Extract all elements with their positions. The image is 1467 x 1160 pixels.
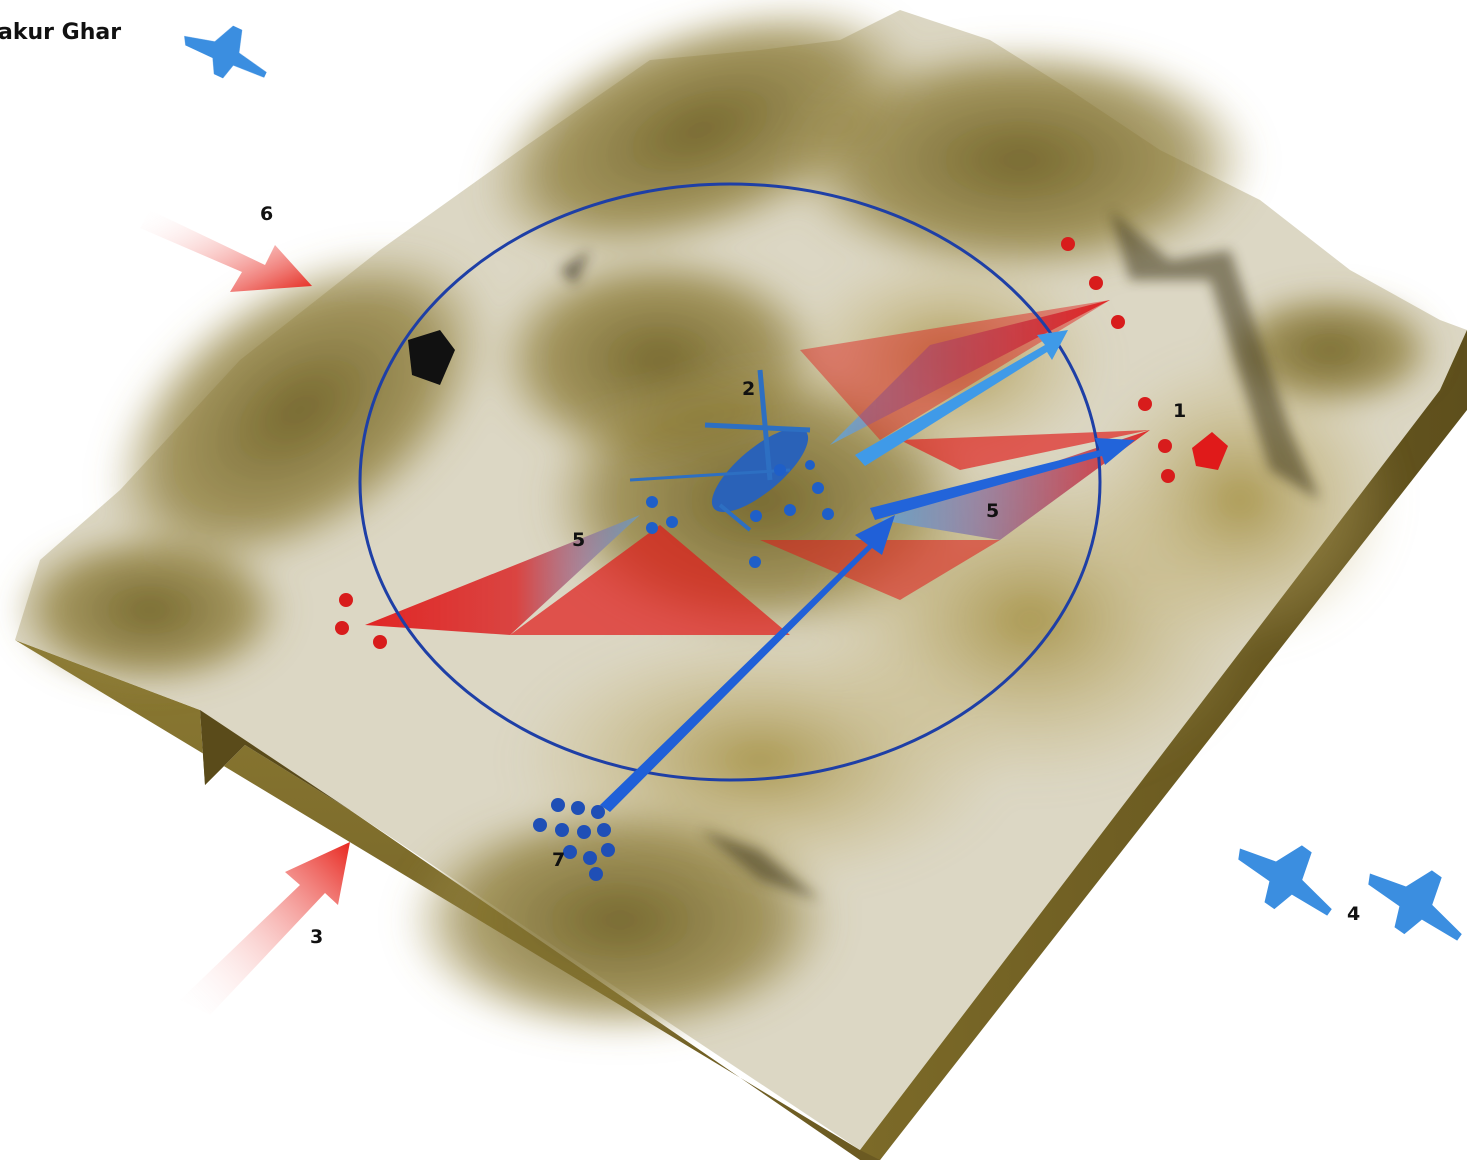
blue-soldier-icon xyxy=(589,867,603,881)
blue-soldier-icon xyxy=(749,556,761,568)
blue-soldier-icon xyxy=(591,805,605,819)
fighter-jet-icon xyxy=(1223,817,1352,936)
callout-7: 7 xyxy=(552,849,565,871)
blue-soldier-icon xyxy=(577,825,591,839)
blue-soldier-icon xyxy=(555,823,569,837)
blue-soldier-icon xyxy=(597,823,611,837)
red-soldier-icon xyxy=(335,621,349,635)
callout-5-left: 5 xyxy=(572,529,585,551)
blue-soldier-icon xyxy=(750,510,762,522)
red-soldier-icon xyxy=(373,635,387,649)
red-soldier-icon xyxy=(1161,469,1175,483)
blue-soldier-icon xyxy=(601,843,615,857)
fighter-jet-icon xyxy=(1353,842,1467,961)
blue-soldier-icon xyxy=(533,818,547,832)
red-soldier-icon xyxy=(1111,315,1125,329)
callout-5-right: 5 xyxy=(986,500,999,522)
blue-soldier-icon xyxy=(805,460,815,470)
callout-2: 2 xyxy=(742,378,755,400)
enemy-arrow-sw xyxy=(180,842,350,1015)
blue-soldier-icon xyxy=(571,801,585,815)
callout-1: 1 xyxy=(1173,400,1186,422)
red-soldier-icon xyxy=(1061,237,1075,251)
fighter-jet-icon xyxy=(175,9,279,94)
blue-soldier-icon xyxy=(774,464,786,476)
callout-3: 3 xyxy=(310,926,323,948)
enemy-arrow-nw xyxy=(140,210,312,292)
red-soldier-icon xyxy=(1158,439,1172,453)
red-soldier-icon xyxy=(1089,276,1103,290)
blue-soldier-icon xyxy=(551,798,565,812)
blue-soldier-icon xyxy=(822,508,834,520)
blue-soldier-icon xyxy=(812,482,824,494)
blue-soldier-icon xyxy=(666,516,678,528)
blue-soldier-icon xyxy=(646,522,658,534)
red-soldier-icon xyxy=(1138,397,1152,411)
blue-soldier-icon xyxy=(646,496,658,508)
callout-4: 4 xyxy=(1347,903,1360,925)
red-soldier-icon xyxy=(339,593,353,607)
blue-soldier-icon xyxy=(583,851,597,865)
blue-soldier-icon xyxy=(784,504,796,516)
callout-6: 6 xyxy=(260,203,273,225)
